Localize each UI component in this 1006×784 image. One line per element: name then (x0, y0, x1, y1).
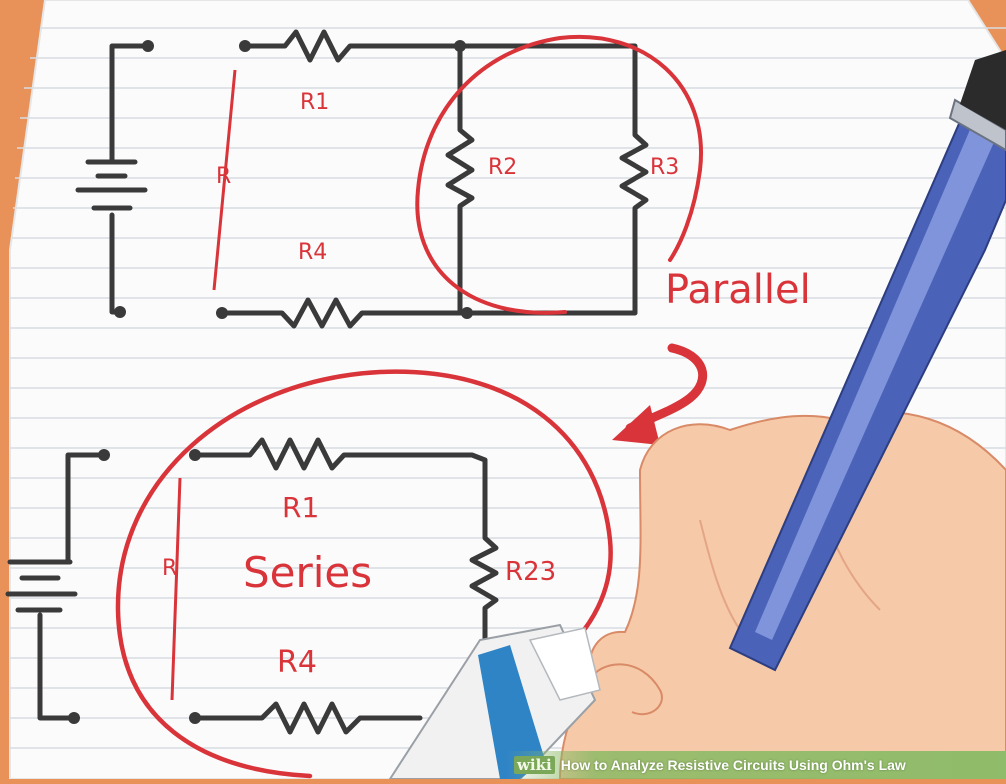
resistor-r3 (457, 107, 649, 316)
top-label-r: R (216, 164, 232, 189)
bottom-label-r4: R4 (277, 645, 317, 680)
resistor-r4 (222, 297, 463, 329)
top-label-r1: R1 (300, 90, 330, 115)
resistor-r1-bottom (192, 437, 488, 523)
top-r-bracket (212, 69, 237, 291)
top-battery-wire-upper (109, 43, 151, 163)
bottom-battery-wire-upper (65, 452, 107, 563)
resistor-r23 (469, 517, 499, 653)
top-label-r3: R3 (650, 155, 680, 180)
eraser-icon (388, 623, 601, 780)
bottom-label-r1: R1 (282, 491, 320, 524)
top-nodes (114, 40, 473, 319)
series-label: Series (243, 548, 373, 597)
arrow-head (612, 405, 660, 445)
bottom-battery-icon (5, 559, 78, 613)
bottom-label-r: R (162, 556, 178, 581)
bottom-circuit (5, 437, 499, 735)
parallel-label: Parallel (665, 267, 811, 313)
resistor-r2 (445, 43, 475, 316)
series-loop (115, 369, 613, 779)
banner-title: How to Analyze Resistive Circuits Using … (560, 757, 906, 773)
battery-icon (75, 159, 148, 211)
top-label-r2: R2 (488, 155, 518, 180)
bottom-r-bracket (170, 477, 182, 701)
brand-logo: wiki (514, 756, 555, 774)
bottom-battery-wire-lower (37, 612, 77, 721)
bottom-nodes (68, 449, 201, 724)
parallel-loop (415, 34, 703, 315)
top-label-r4: R4 (298, 240, 328, 265)
bottom-label-r23: R23 (505, 557, 557, 587)
pencil-icon (728, 50, 1006, 672)
resistor-icon (242, 29, 638, 113)
wikihow-banner: wiki How to Analyze Resistive Circuits U… (506, 751, 1006, 779)
resistor-r4-bottom (192, 701, 423, 735)
